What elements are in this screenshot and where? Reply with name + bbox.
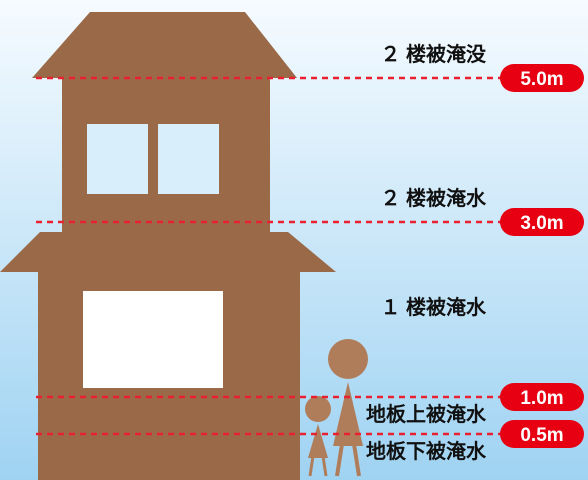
level-label-05m: 地板下被淹水 (366, 439, 487, 463)
adult-leg-left (335, 443, 344, 477)
child-head (305, 396, 331, 422)
adult-head (328, 339, 368, 379)
child-figure (305, 396, 331, 477)
child-leg-left (308, 455, 315, 477)
lower-window (83, 291, 223, 388)
upper-window-left (87, 124, 148, 194)
depth-badge-5m-text: 5.0m (520, 69, 563, 90)
depth-badge-1m-text: 1.0m (520, 388, 563, 409)
child-body (308, 424, 328, 458)
upper-window-right (158, 124, 219, 194)
level-label-1f: １ 楼被淹水 (380, 295, 487, 319)
depth-badge-3m-text: 3.0m (520, 213, 563, 234)
upper-roof (32, 12, 297, 78)
lower-roof (0, 232, 336, 272)
adult-body (333, 382, 363, 446)
level-label-3m: ２ 楼被淹水 (380, 186, 487, 210)
depth-badge-05m (500, 420, 584, 448)
adult-leg-right (352, 443, 361, 477)
depth-badge-3m (500, 208, 584, 236)
depth-badge-1m (500, 383, 584, 411)
level-label-5m: ２ 楼被淹没 (380, 42, 487, 66)
child-leg-right (321, 455, 328, 477)
adult-figure (328, 339, 368, 477)
level-label-1m: 地板上被淹水 (366, 402, 487, 426)
depth-badge-05m-text: 0.5m (520, 425, 563, 446)
depth-badge-5m (500, 64, 584, 92)
